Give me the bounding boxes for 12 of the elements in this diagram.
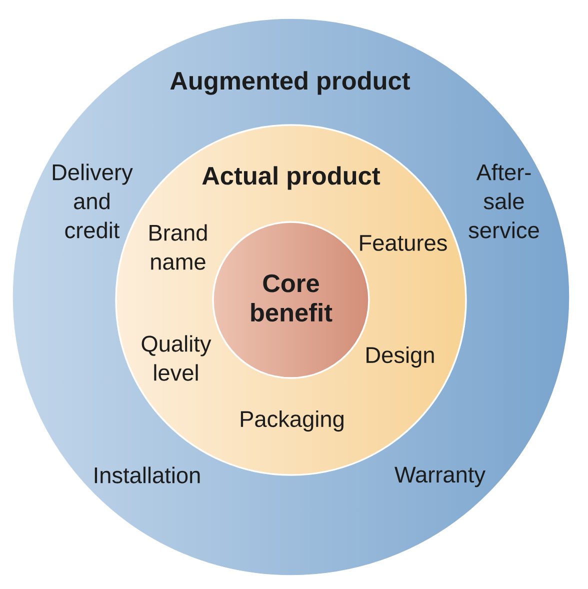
ring-label: Features	[360, 235, 447, 251]
ring-label: Installation	[94, 466, 200, 484]
ring-label: Packaging	[240, 410, 344, 432]
ring-label: Design	[366, 346, 434, 368]
ring-label: Brand name	[150, 224, 207, 270]
ring-label: After-sale service	[468, 164, 539, 238]
ring-label: Quality level	[142, 335, 212, 381]
circle-label: Core benefit	[251, 274, 332, 322]
ring-label: Warranty	[394, 466, 486, 488]
ring-label: Delivery and credit	[52, 164, 133, 238]
ring-heading: Augmented product	[170, 71, 410, 95]
ring-heading: Actual product	[202, 166, 380, 190]
